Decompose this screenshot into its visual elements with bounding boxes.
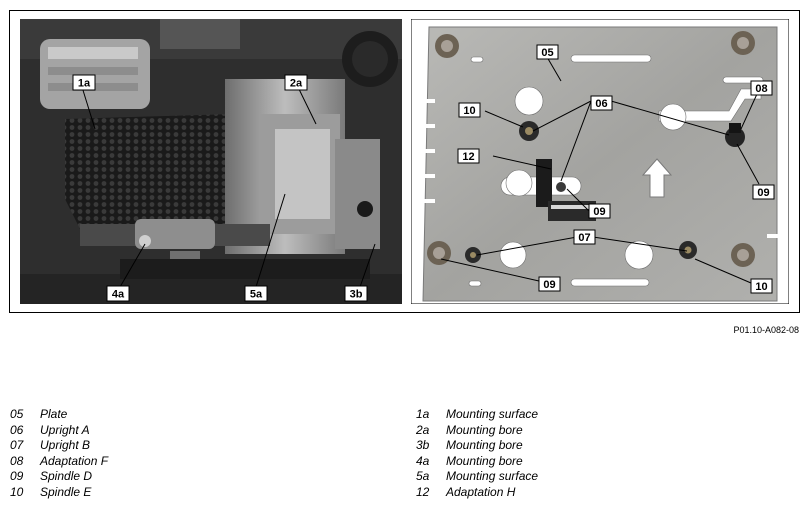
legend-code: 3b	[416, 438, 430, 453]
legend-label: Adaptation F	[40, 453, 109, 468]
callout-05: 05	[536, 44, 559, 60]
legend-item: 1a Mounting surface	[416, 407, 538, 423]
legend-label: Mounting bore	[446, 453, 523, 468]
legend-item: 07 Upright B	[10, 438, 108, 454]
legend-code: 06	[10, 422, 24, 437]
svg-text:10: 10	[463, 105, 475, 117]
callout-2a: 2a	[284, 74, 308, 91]
svg-text:2a: 2a	[290, 78, 303, 90]
engine-photo: 1a 2a 4a 5a 3b	[20, 19, 402, 304]
legend-code: 4a	[416, 453, 430, 468]
legend-item: 12 Adaptation H	[416, 485, 538, 501]
legend-label: Upright B	[40, 438, 91, 453]
legend-code: 1a	[416, 407, 430, 421]
legend-label: Upright A	[40, 422, 90, 437]
svg-text:06: 06	[595, 98, 607, 110]
legend-label: Spindle D	[40, 469, 93, 484]
svg-text:4a: 4a	[112, 289, 125, 301]
fixture-plate-photo: 05 06 10 08 12 09 07 09	[411, 19, 789, 304]
svg-text:09: 09	[757, 187, 769, 199]
legend-code: 07	[10, 438, 24, 453]
svg-text:05: 05	[541, 47, 553, 59]
callout-10-bottom: 10	[750, 278, 773, 294]
callout-07: 07	[573, 229, 596, 245]
legend-code: 12	[416, 484, 430, 499]
legend-code: 5a	[416, 469, 430, 484]
legend-item: 5a Mounting surface	[416, 469, 538, 485]
legend-item: 06 Upright A	[10, 423, 108, 439]
callout-12: 12	[457, 148, 480, 164]
svg-text:12: 12	[462, 151, 474, 163]
legend-item: 2a Mounting bore	[416, 423, 538, 439]
callout-09-middle: 09	[588, 203, 611, 219]
svg-text:1a: 1a	[78, 78, 91, 90]
legend-label: Mounting surface	[446, 407, 539, 421]
callout-08: 08	[750, 80, 773, 96]
figure-frame: 1a 2a 4a 5a 3b	[9, 10, 800, 313]
svg-text:09: 09	[543, 279, 555, 291]
legend-label: Adaptation H	[446, 484, 516, 499]
svg-text:3b: 3b	[350, 289, 363, 301]
legend-label: Mounting bore	[446, 438, 523, 453]
callout-09-bottom: 09	[538, 276, 561, 292]
callout-06: 06	[590, 95, 613, 111]
legend-item: 08 Adaptation F	[10, 454, 108, 470]
legend-label: Spindle E	[40, 484, 92, 499]
callout-09-right: 09	[752, 184, 775, 200]
legend-code: 10	[10, 484, 24, 499]
callout-4a: 4a	[106, 285, 130, 302]
legend-item: 3b Mounting bore	[416, 438, 538, 454]
svg-text:08: 08	[755, 83, 767, 95]
legend-left: 05 Plate 06 Upright A 07 Upright B 08 Adapta…	[10, 407, 108, 501]
callout-3b: 3b	[344, 285, 368, 302]
legend-code: 09	[10, 469, 24, 484]
svg-text:10: 10	[755, 281, 767, 293]
legend-item: 09 Spindle D	[10, 469, 108, 485]
callout-5a: 5a	[244, 285, 268, 302]
svg-text:5a: 5a	[250, 289, 263, 301]
legend-label: Mounting surface	[446, 469, 539, 484]
legend-item: 10 Spindle E	[10, 485, 108, 501]
legend-code: 2a	[416, 422, 430, 437]
legend-code: 08	[10, 453, 24, 468]
legend-code: 05	[10, 407, 24, 421]
legend-item: 4a Mounting bore	[416, 454, 538, 470]
callout-10-top: 10	[458, 102, 481, 118]
legend-item: 05 Plate	[10, 407, 108, 423]
legend-label: Mounting bore	[446, 422, 523, 437]
callout-1a: 1a	[72, 74, 96, 91]
figure-reference-code: P01.10-A082-08	[733, 325, 799, 335]
svg-text:09: 09	[593, 206, 605, 218]
legend-label: Plate	[40, 407, 68, 421]
svg-text:07: 07	[578, 232, 590, 244]
